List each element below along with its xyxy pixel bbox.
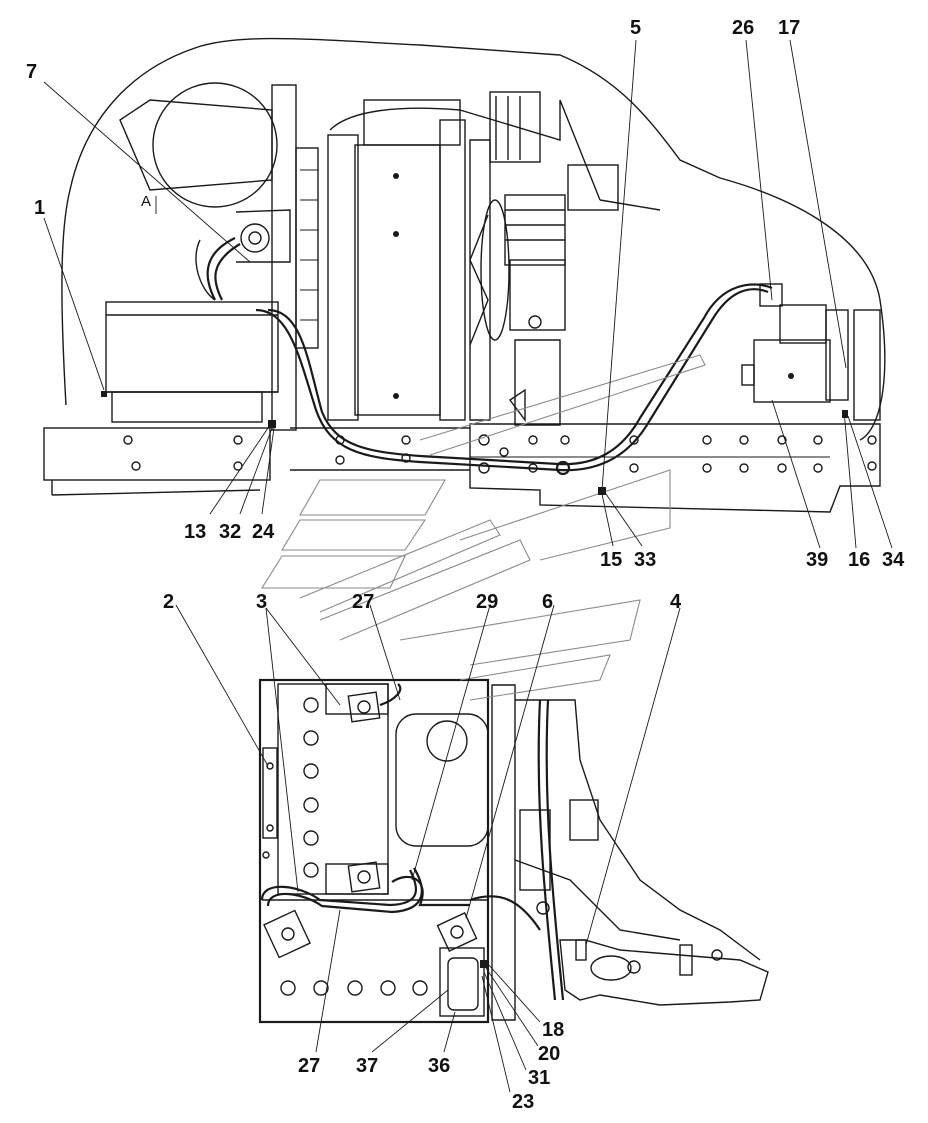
frame-members-lower — [491, 684, 769, 1021]
reservoir-tank — [395, 713, 489, 847]
svg-text:4: 4 — [670, 591, 682, 613]
upper-main-cable — [255, 288, 769, 472]
svg-text:5: 5 — [630, 17, 641, 39]
terminal-clamp-right — [436, 912, 478, 952]
upper-assembly-view: A — [43, 37, 886, 589]
svg-text:3: 3 — [256, 591, 267, 613]
relay-unit — [439, 947, 485, 1017]
svg-text:34: 34 — [882, 549, 905, 571]
svg-text:18: 18 — [542, 1019, 564, 1041]
starter-motor — [741, 283, 881, 421]
terminal-clamp-top — [347, 691, 381, 723]
radiator-frame — [271, 84, 297, 431]
ghost-outline-lower — [299, 519, 641, 701]
mounting-plate — [258, 678, 490, 1024]
svg-text:6: 6 — [542, 591, 553, 613]
svg-text:29: 29 — [476, 591, 498, 613]
svg-text:17: 17 — [778, 17, 800, 39]
frame-holes — [123, 434, 877, 476]
radiator-core — [354, 144, 441, 416]
fan-assembly — [469, 91, 541, 421]
callouts-lower: 2 3 27 29 6 4 27 37 36 18 20 31 23 — [163, 591, 682, 1113]
air-cleaner — [152, 82, 278, 208]
callouts-upper: 1 7 5 26 17 13 32 24 15 33 39 16 34 — [26, 17, 905, 571]
lower-cable-riser — [537, 699, 557, 1001]
svg-text:23: 23 — [512, 1091, 534, 1113]
svg-text:26: 26 — [732, 17, 754, 39]
battery-cells — [303, 697, 319, 878]
main-frame-rail — [469, 423, 881, 513]
svg-text:27: 27 — [298, 1055, 320, 1077]
svg-text:7: 7 — [26, 61, 37, 83]
svg-text:16: 16 — [848, 549, 870, 571]
terminal-clamp-bottom — [347, 861, 381, 893]
svg-text:37: 37 — [356, 1055, 378, 1077]
svg-text:15: 15 — [600, 549, 622, 571]
ghost-outline-upper — [261, 354, 706, 589]
svg-text:1: 1 — [34, 197, 45, 219]
compressor — [504, 194, 566, 426]
terminal-clamp-left — [263, 909, 311, 959]
svg-text:31: 31 — [528, 1067, 550, 1089]
view-label: A — [141, 193, 151, 210]
svg-text:13: 13 — [184, 521, 206, 543]
plate-holes-lower — [280, 980, 428, 996]
svg-text:33: 33 — [634, 549, 656, 571]
svg-text:39: 39 — [806, 549, 828, 571]
svg-text:2: 2 — [163, 591, 174, 613]
lower-assembly-view — [258, 519, 769, 1024]
svg-text:32: 32 — [219, 521, 241, 543]
lower-cable-main — [260, 869, 418, 907]
leader-lines-lower — [175, 604, 681, 1093]
leader-lines-upper — [43, 39, 893, 549]
hood-outline — [61, 37, 886, 441]
svg-text:20: 20 — [538, 1043, 560, 1065]
svg-text:36: 36 — [428, 1055, 450, 1077]
svg-text:27: 27 — [352, 591, 374, 613]
svg-text:24: 24 — [252, 521, 275, 543]
